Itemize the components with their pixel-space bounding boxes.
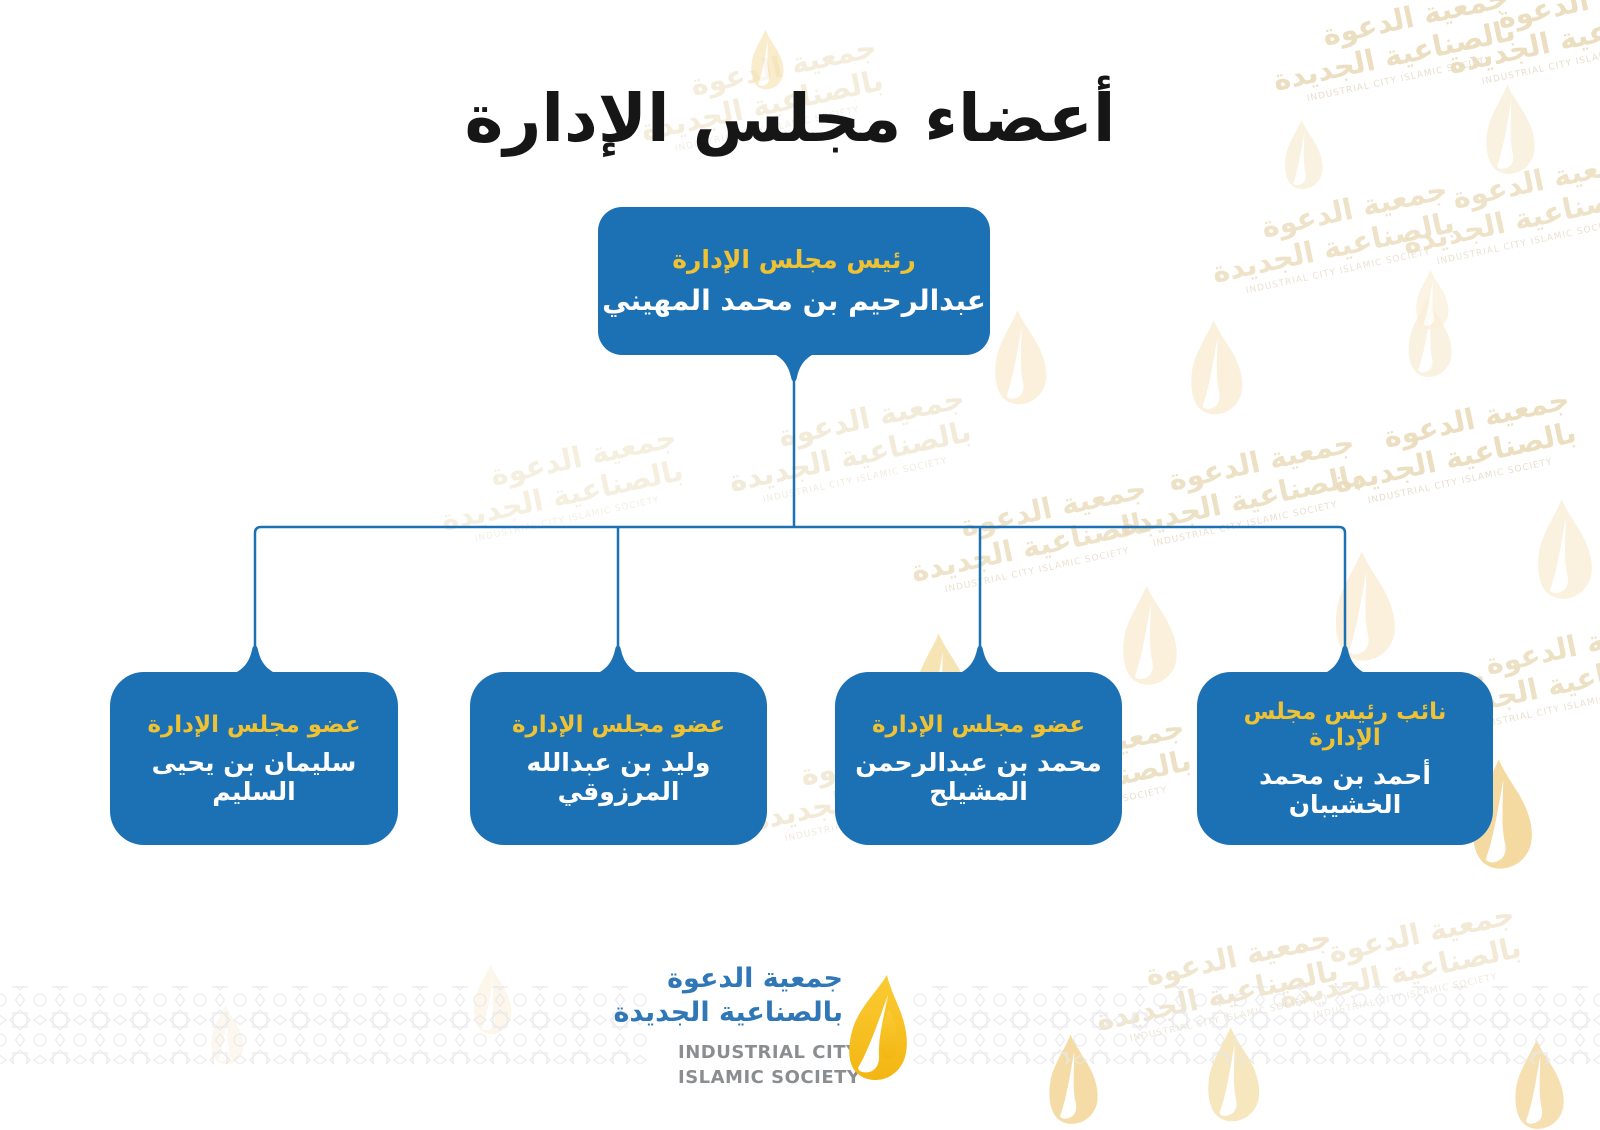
member-node-1: عضو مجلس الإدارة سليمان بن يحيى السليم bbox=[110, 672, 398, 845]
org-logo: جمعية الدعوة بالصناعية الجديدة INDUSTRIA… bbox=[613, 948, 930, 1098]
member-name: سليمان بن يحيى السليم bbox=[151, 747, 357, 806]
member-node-4: نائب رئيس مجلس الإدارة أحمد بن محمد الخش… bbox=[1197, 672, 1493, 845]
logo-arabic-text: جمعية الدعوة بالصناعية الجديدة bbox=[613, 963, 843, 1028]
member-role: عضو مجلس الإدارة bbox=[147, 711, 361, 738]
watermark-flame-icon bbox=[1416, 269, 1449, 330]
member-name: وليد بن عبدالله المرزوقي bbox=[526, 747, 711, 806]
member-role: عضو مجلس الإدارة bbox=[511, 711, 726, 738]
member-role: عضو مجلس الإدارة bbox=[871, 711, 1086, 738]
member-name: أحمد بن محمد الخشيبان bbox=[1259, 760, 1431, 819]
watermark-flame-icon bbox=[1123, 585, 1177, 685]
chairman-node: رئيس مجلس الإدارة عبدالرحيم بن محمد المه… bbox=[598, 207, 990, 355]
chairman-role: رئيس مجلس الإدارة bbox=[672, 245, 916, 274]
connector-lines bbox=[253, 380, 1347, 652]
watermark-flame-icon bbox=[1191, 319, 1243, 415]
watermark-flame-icon bbox=[474, 964, 512, 1035]
watermark-flame-icon bbox=[211, 1004, 244, 1065]
member-node-2: عضو مجلس الإدارة وليد بن عبدالله المرزوق… bbox=[470, 672, 767, 845]
logo-flame-icon bbox=[849, 975, 907, 1080]
watermark-flame-icon bbox=[1408, 297, 1452, 377]
chairman-name: عبدالرحيم بن محمد المهيني bbox=[602, 284, 986, 317]
watermark-flame-icon bbox=[1538, 499, 1592, 599]
member-role: نائب رئيس مجلس الإدارة bbox=[1243, 698, 1447, 751]
watermark-flame-icon bbox=[1049, 1034, 1098, 1124]
watermark-flame-icon bbox=[1515, 1039, 1564, 1129]
logo-english-text: INDUSTRIAL CITY ISLAMIC SOCIETY bbox=[678, 1042, 861, 1088]
watermark-flame-icon bbox=[995, 309, 1047, 405]
member-node-3: عضو مجلس الإدارة محمد بن عبدالرحمن المشي… bbox=[835, 672, 1122, 845]
watermark-flame-icon bbox=[1335, 551, 1395, 661]
page-title: أعضاء مجلس الإدارة bbox=[464, 80, 1116, 158]
member-name: محمد بن عبدالرحمن المشيلح bbox=[855, 747, 1102, 806]
watermark-flame-icon bbox=[1208, 1026, 1260, 1122]
connector-funnels bbox=[210, 343, 1390, 684]
